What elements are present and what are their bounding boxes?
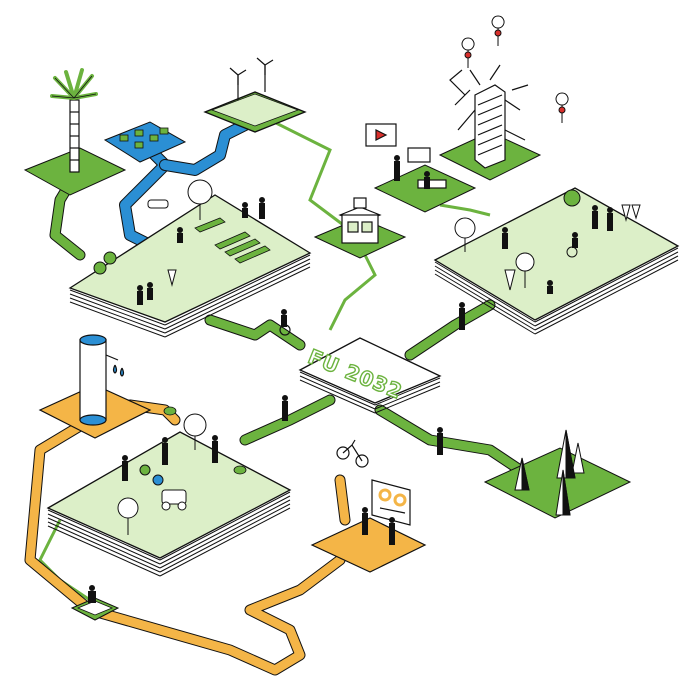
wheelchair-icon [279, 324, 291, 336]
presentation-icon [365, 123, 447, 189]
bicycle-icon [336, 439, 369, 468]
chart-icon [371, 479, 411, 526]
data-board [310, 479, 427, 573]
blue-water-path [119, 119, 251, 251]
water-tower [38, 334, 152, 439]
person [122, 435, 218, 481]
green-tower [438, 15, 569, 181]
person [394, 155, 430, 189]
location-pin-icon [461, 15, 569, 124]
tower-icon [449, 64, 529, 169]
person [502, 205, 613, 294]
campus-park [433, 187, 680, 335]
laptop-user [70, 585, 120, 621]
wind-field [203, 57, 307, 133]
kiosk [313, 197, 407, 259]
kiosk-icon [338, 197, 382, 244]
person [362, 507, 395, 545]
solar-panel-icon [119, 127, 169, 149]
garden-park [68, 179, 312, 338]
wheelchair-icon [566, 246, 578, 258]
solar-panels [103, 121, 187, 163]
laptop-icon [88, 585, 96, 603]
cone-icon [514, 429, 585, 516]
cone-sculptures [483, 429, 632, 519]
tree-icon [117, 413, 207, 535]
tree-icon [454, 189, 641, 291]
robot-icon [152, 474, 187, 511]
boat [147, 199, 169, 209]
wind-turbine-icon [229, 57, 274, 100]
person [137, 197, 265, 305]
garden-beds [194, 217, 271, 264]
palm-tile [23, 68, 127, 196]
bee-icon [163, 406, 247, 475]
workshop [365, 123, 477, 213]
community-garden [46, 406, 292, 577]
water-tank-icon [79, 334, 125, 426]
person [281, 302, 465, 455]
tree-icon [93, 179, 213, 287]
palm-tree-icon [50, 68, 98, 100]
